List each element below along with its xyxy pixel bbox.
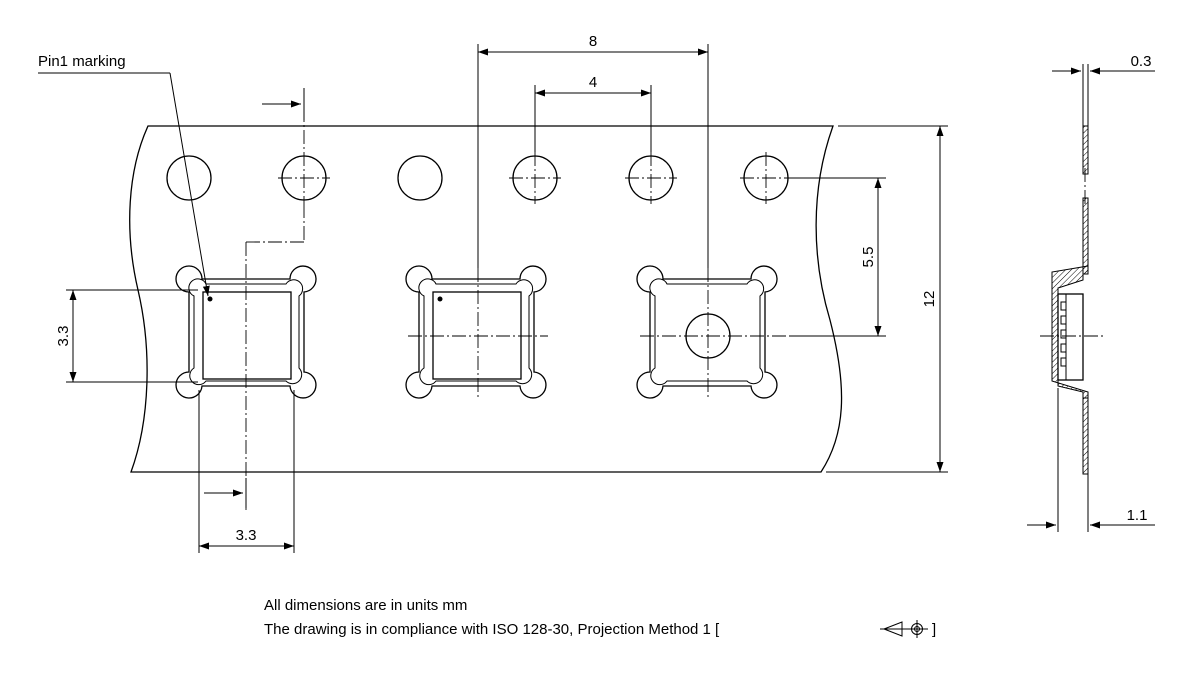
dim-pocket-width: 3.3 (198, 390, 295, 553)
dim-label-8: 8 (589, 33, 597, 50)
pocket-3 (636, 265, 778, 399)
sprocket-hole (166, 155, 212, 201)
dim-label-5-5: 5.5 (860, 247, 877, 268)
sprocket-hole (397, 155, 443, 201)
dim-pocket-pitch: 8 (477, 33, 709, 268)
hole-centerlines (278, 152, 792, 204)
dim-pocket-depth: 1.1 (1027, 388, 1155, 532)
section-view (1040, 125, 1105, 475)
dim-label-3-3-vertical: 3.3 (55, 326, 72, 347)
note-iso: The drawing is in compliance with ISO 12… (264, 621, 720, 638)
dim-hole-pitch: 4 (534, 74, 652, 152)
dim-tape-thickness: 0.3 (1052, 53, 1155, 126)
dim-tape-width: 12 (826, 125, 948, 473)
pocket-2 (405, 265, 547, 399)
component (432, 291, 522, 380)
dim-offset: 5.5 (790, 177, 886, 337)
dim-label-0-3: 0.3 (1131, 53, 1152, 70)
dim-label-12: 12 (921, 291, 938, 308)
dim-label-1-1: 1.1 (1127, 507, 1148, 524)
dim-label-3-3-horizontal: 3.3 (236, 527, 257, 544)
pocket-centerlines (408, 268, 790, 398)
note-units: All dimensions are in units mm (264, 597, 467, 614)
tape-outline (129, 125, 843, 473)
pin1-dot (207, 296, 213, 302)
projection-symbol-icon (880, 620, 928, 638)
component-pins (1060, 301, 1067, 367)
dim-label-4: 4 (589, 74, 597, 91)
note-iso-end: ] (932, 621, 936, 638)
dim-pocket-height: 3.3 (55, 289, 198, 383)
section-line (204, 88, 305, 510)
pin1-label: Pin1 marking (38, 53, 126, 70)
notes: All dimensions are in units mm The drawi… (264, 597, 936, 638)
pin1-dot (437, 296, 443, 302)
pin1-callout: Pin1 marking (38, 53, 210, 297)
component (202, 291, 292, 380)
